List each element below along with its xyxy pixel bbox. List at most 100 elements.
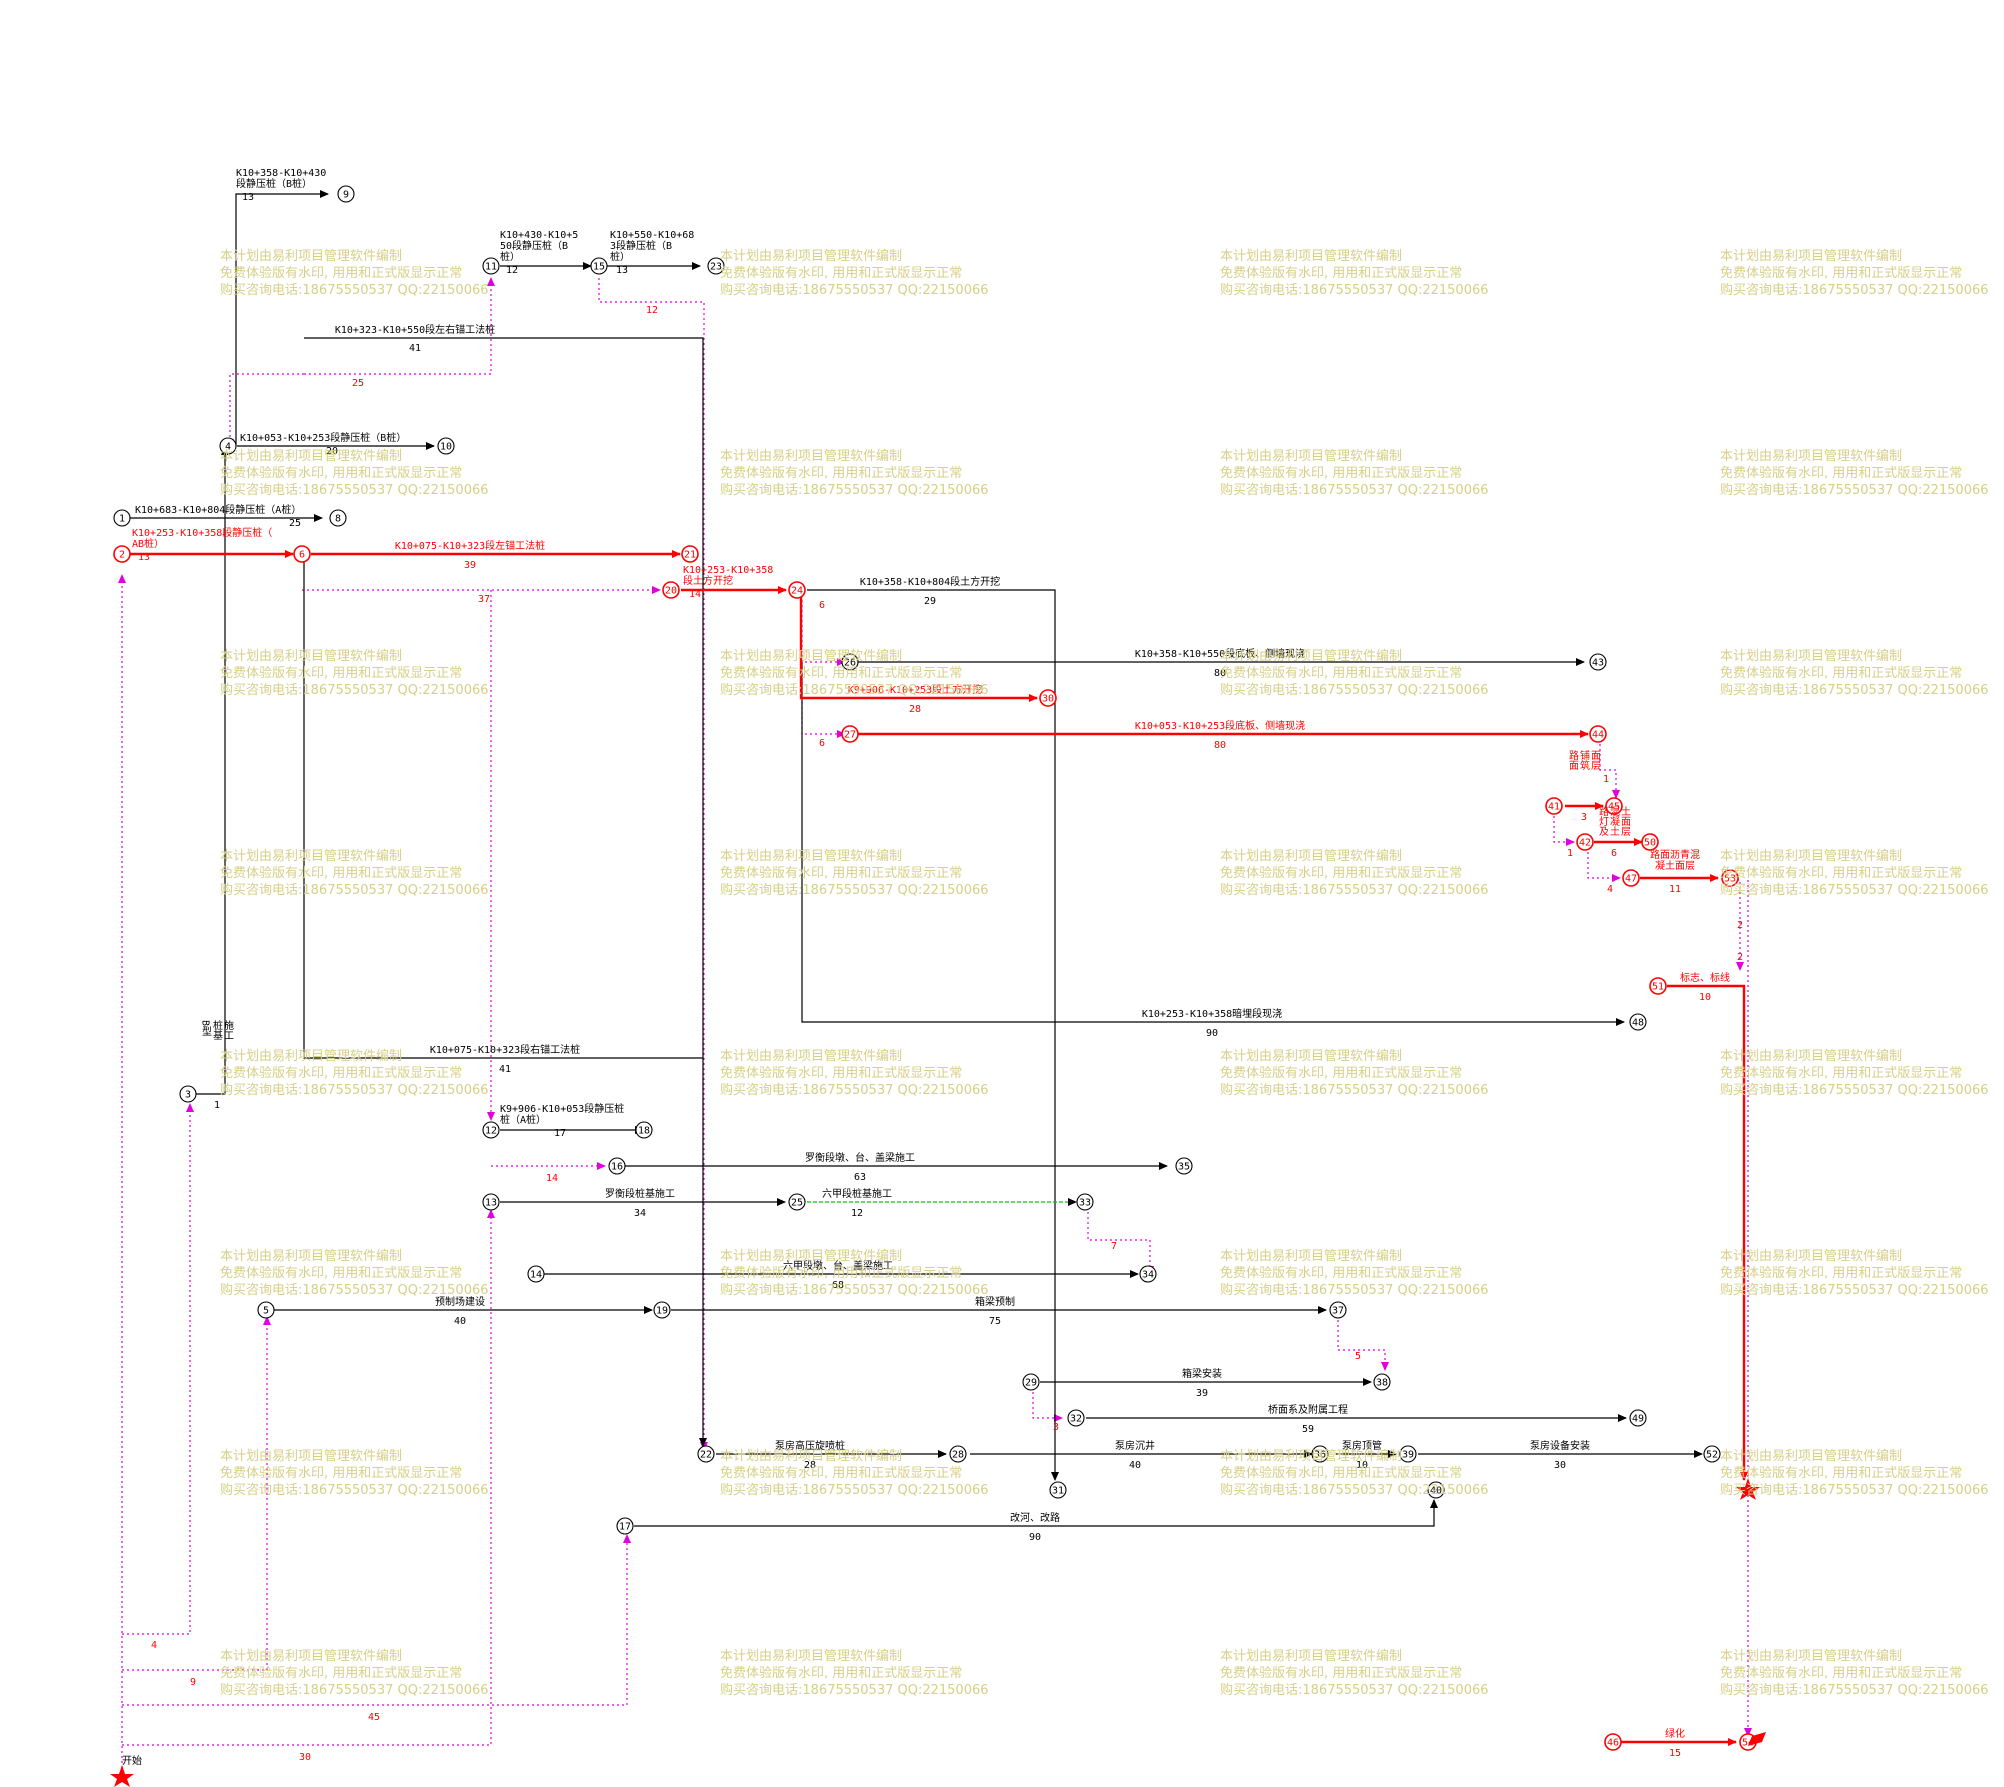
activity-name: 改河、改路	[1010, 1511, 1060, 1524]
node-number: 34	[1142, 1270, 1154, 1281]
watermark-text: 本计划由易利项目管理软件编制 免费体验版有水印, 用用和正式版显示正常 购买咨询…	[720, 249, 989, 298]
activity-labels: K10+358-K10+430段静压桩（B桩）13K10+430-K10+550…	[132, 168, 1743, 1763]
node-10: 10	[437, 437, 455, 455]
node-22: 22	[697, 1445, 715, 1463]
activity-duration: 80	[1214, 740, 1226, 751]
activity-duration: 41	[499, 1064, 511, 1075]
activity-name: 桩（A桩）	[500, 1113, 546, 1126]
node-17: 17	[616, 1517, 634, 1535]
activity-name: 罗衡段墩、台、盖梁施工	[805, 1151, 915, 1164]
node-33: 33	[1076, 1193, 1094, 1211]
node-2: 2	[113, 545, 131, 563]
dummy-links	[118, 277, 1752, 1768]
node-number: 30	[1042, 694, 1054, 705]
lag-label: 4	[1607, 884, 1613, 895]
node-41: 41	[1545, 797, 1563, 815]
node-number: 4	[225, 442, 231, 453]
node-number: 28	[952, 1450, 964, 1461]
watermark-text: 本计划由易利项目管理软件编制 免费体验版有水印, 用用和正式版显示正常 购买咨询…	[220, 849, 489, 898]
node-number: 9	[343, 190, 349, 201]
activity-name: 泵房沉井	[1115, 1439, 1155, 1452]
node-number: 41	[1548, 802, 1560, 813]
activity-name: K10+075-K10+323段右锚工法桩	[430, 1043, 580, 1056]
activity-name: K10+430-K10+5	[500, 230, 578, 241]
activity-duration: 30	[1554, 1460, 1566, 1471]
activity-name: K10+683-K10+804段静压桩（A桩）	[135, 503, 301, 516]
activity-name: 面层	[1589, 750, 1601, 771]
lag-label: 9	[190, 1677, 196, 1688]
activity-duration: 13	[138, 552, 150, 563]
activity-name: K10+253-K10+358段静压桩（	[132, 526, 272, 539]
node-36: 36	[1311, 1445, 1329, 1463]
watermark-text: 本计划由易利项目管理软件编制 免费体验版有水印, 用用和正式版显示正常 购买咨询…	[1220, 1049, 1489, 1098]
node-number: 48	[1632, 1018, 1644, 1029]
lag-label: 1	[1567, 848, 1573, 859]
activity-name: 标志、标线	[1680, 971, 1730, 984]
node-26: 26	[841, 653, 859, 671]
node-number: 18	[638, 1126, 650, 1137]
activity-name: 六甲段桩基施工	[822, 1187, 892, 1200]
watermark-text: 本计划由易利项目管理软件编制 免费体验版有水印, 用用和正式版显示正常 购买咨询…	[1220, 1449, 1489, 1498]
watermark-text: 本计划由易利项目管理软件编制 免费体验版有水印, 用用和正式版显示正常 购买咨询…	[220, 1249, 489, 1298]
node-28: 28	[949, 1445, 967, 1463]
activity-name: 罗衡段桩基施工	[605, 1187, 675, 1200]
node-number: 38	[1376, 1378, 1388, 1389]
watermark-text: 本计划由易利项目管理软件编制 免费体验版有水印, 用用和正式版显示正常 购买咨询…	[220, 1449, 489, 1498]
node-number: 22	[700, 1450, 712, 1461]
node-11: 11	[482, 257, 500, 275]
node-47: 47	[1622, 869, 1640, 887]
activity-name: 桩）	[500, 250, 520, 263]
node-31: 31	[1049, 1481, 1067, 1499]
flag-icon	[1748, 1732, 1766, 1746]
activity-duration: 75	[989, 1316, 1001, 1327]
node-1: 1	[113, 509, 131, 527]
lag-label: 6	[819, 738, 825, 749]
activity-name: K10+358-K10+804段土方开挖	[860, 575, 1000, 588]
activity-duration: 68	[832, 1280, 844, 1291]
node-number: 52	[1706, 1450, 1718, 1461]
node-number: 20	[665, 586, 677, 597]
watermark-text: 本计划由易利项目管理软件编制 免费体验版有水印, 用用和正式版显示正常 购买咨询…	[220, 249, 489, 298]
node-20: 20	[662, 581, 680, 599]
activity-duration: 39	[1196, 1388, 1208, 1399]
watermark-text: 本计划由易利项目管理软件编制 免费体验版有水印, 用用和正式版显示正常 购买咨询…	[220, 1049, 489, 1098]
watermark-text: 本计划由易利项目管理软件编制 免费体验版有水印, 用用和正式版显示正常 购买咨询…	[1720, 849, 1989, 898]
node-40: 40	[1427, 1481, 1445, 1499]
node-number: 12	[485, 1126, 497, 1137]
activity-duration: 20	[326, 446, 338, 457]
node-14: 14	[527, 1265, 545, 1283]
activity-duration: 41	[409, 343, 421, 354]
activity-duration: 39	[464, 560, 476, 571]
activity-name: 桩基	[211, 1019, 223, 1040]
watermark-text: 本计划由易利项目管理软件编制 免费体验版有水印, 用用和正式版显示正常 购买咨询…	[720, 649, 989, 698]
activity-duration: 1	[214, 1100, 220, 1111]
node-38: 38	[1373, 1373, 1391, 1391]
watermark-text: 本计划由易利项目管理软件编制 免费体验版有水印, 用用和正式版显示正常 购买咨询…	[1220, 1649, 1489, 1698]
node-number: 10	[440, 442, 452, 453]
node-number: 37	[1332, 1306, 1344, 1317]
activity-name: K9+906-K10+053段静压桩	[500, 1102, 624, 1115]
node-53: 53	[1721, 869, 1739, 887]
watermark-text: 本计划由易利项目管理软件编制 免费体验版有水印, 用用和正式版显示正常 购买咨询…	[720, 449, 989, 498]
node-number: 43	[1592, 658, 1604, 669]
activity-name: 段静压桩（B桩）	[236, 177, 312, 190]
lag-label: 2	[1737, 920, 1743, 931]
node-12: 12	[482, 1121, 500, 1139]
node-44: 44	[1589, 725, 1607, 743]
watermark-text: 本计划由易利项目管理软件编制 免费体验版有水印, 用用和正式版显示正常 购买咨询…	[720, 1249, 989, 1298]
activity-name: 路灯及	[1597, 805, 1609, 837]
activity-duration: 80	[1214, 668, 1226, 679]
activity-name: 路面	[1567, 749, 1579, 771]
node-number: 21	[684, 550, 696, 561]
activity-name: 3段静压桩（B	[610, 239, 672, 252]
